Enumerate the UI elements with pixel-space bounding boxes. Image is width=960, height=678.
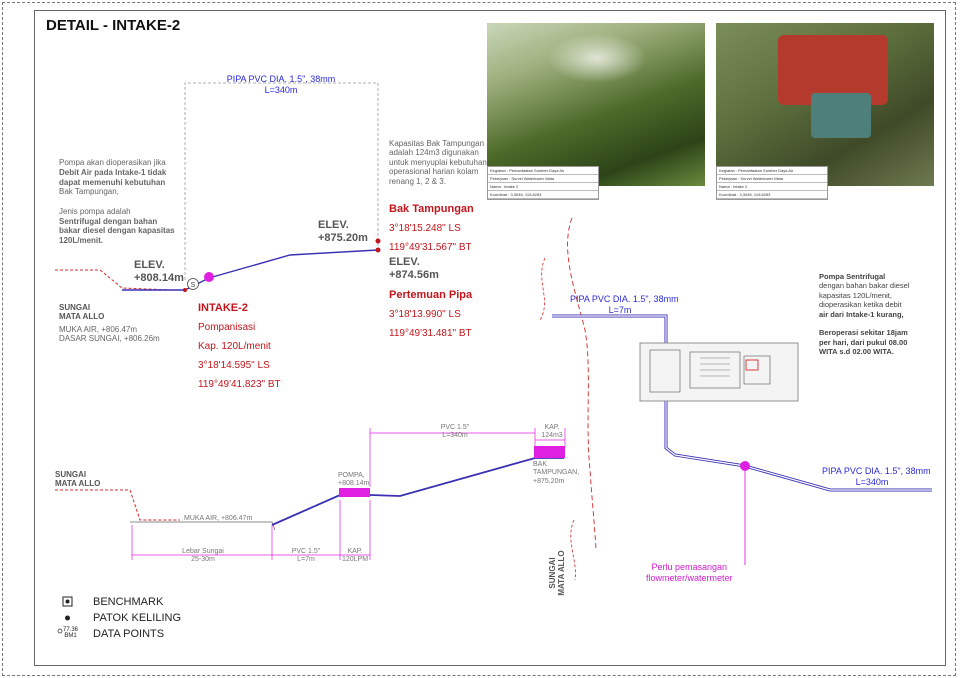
dimension-lines [131, 428, 566, 560]
pertemuan-point [375, 247, 381, 253]
bak-note: Kapasitas Bak Tampungan adalah 124m3 dig… [389, 139, 487, 186]
pump-note: Pompa akan dioperasikan jika Debit Air p… [59, 158, 175, 245]
profile-muka-air: MUKA AIR, +806.47m [184, 515, 253, 522]
profile-pompa: POMPA,+808.14m [338, 472, 370, 488]
elev-bak-label: ELEV.+874.56m [389, 256, 439, 281]
profile-pvc-top: PVC 1.5"L=340m [440, 424, 470, 440]
data-point-icon [57, 628, 63, 634]
bak-block [534, 446, 565, 458]
pump-block [339, 488, 370, 497]
legend-benchmark: BENCHMARK [93, 596, 164, 608]
pump-box [639, 342, 799, 402]
bak-point [375, 238, 381, 244]
pompa-note: Pompa Sentrifugal dengan bahan bakar die… [819, 272, 910, 356]
guide-box [184, 82, 379, 280]
river-bank-right-3 [570, 519, 576, 581]
profile-kap-bottom: KAP.120LPM [341, 548, 369, 564]
elev-mid-label: ELEV.+875.20m [318, 219, 368, 244]
river-profile-surface [55, 489, 180, 521]
pipe-right-short [552, 314, 668, 345]
legend-data-points: DATA POINTS [93, 628, 165, 640]
inner-frame [34, 10, 946, 666]
flowmeter-marker [740, 461, 750, 471]
intake-point [183, 288, 187, 292]
river-bank-right-1 [567, 217, 597, 551]
river-bank-left [55, 269, 173, 291]
page-title: DETAIL - INTAKE-2 [46, 17, 181, 34]
legend-patok: PATOK KELILING [93, 612, 182, 624]
profile-pvc-bottom: PVC 1.5"L=7m [291, 548, 321, 564]
pump-symbol [187, 278, 199, 290]
intake-pump-marker [204, 272, 214, 282]
river-profile-bed [130, 521, 276, 531]
site-photo-2 [716, 23, 934, 186]
elev-intake-label: ELEV.+808.14m [134, 259, 184, 284]
svg-text:S: S [191, 282, 196, 289]
river-bank-right-2 [539, 257, 546, 321]
site-photo-1 [487, 23, 705, 186]
pipe-profile [271, 457, 564, 526]
profile-kap-top: KAP.124m3 [541, 424, 563, 440]
patok-icon [65, 615, 70, 621]
